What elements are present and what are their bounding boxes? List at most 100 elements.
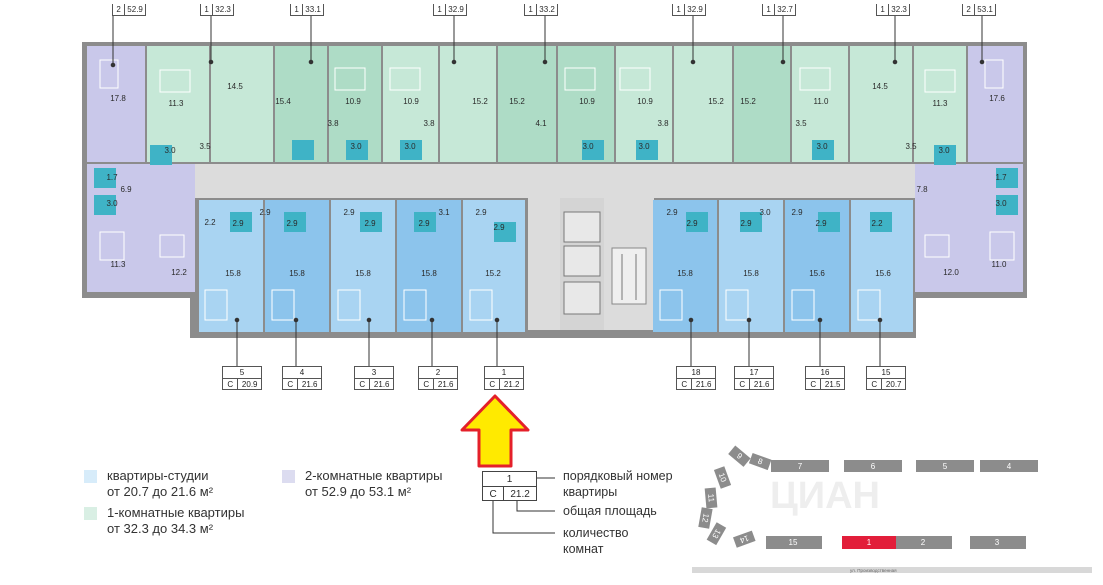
legend-studio-title: квартиры-студии: [107, 468, 209, 483]
room-area-label: 12.2: [171, 268, 187, 277]
key-label-rooms: количество комнат: [563, 526, 629, 556]
room-area-label: 15.2: [472, 97, 488, 106]
room-area-label: 3.5: [795, 119, 807, 128]
top-tag-rooms: 1: [673, 4, 686, 15]
room-area-label: 15.8: [743, 269, 759, 278]
site-section-label: 5: [943, 462, 948, 471]
room-area-label: 17.6: [989, 94, 1005, 103]
room-area-label: 17.8: [110, 94, 126, 103]
room-area-label: 3.0: [638, 142, 650, 151]
bathroom: [740, 212, 762, 232]
bottom-tag-number: 16: [806, 367, 844, 379]
bathroom: [934, 145, 956, 165]
apartment-1room[interactable]: [674, 46, 732, 162]
furniture-piece: [857, 289, 881, 321]
bottom-tag-number: 18: [677, 367, 715, 379]
room-area-label: 15.8: [677, 269, 693, 278]
bathroom: [996, 168, 1018, 188]
apartment-2room-left-top[interactable]: [87, 46, 145, 162]
apartment-1room[interactable]: [850, 46, 912, 162]
apartment-1room[interactable]: [440, 46, 496, 162]
furniture-piece: [725, 289, 749, 321]
bathroom: [150, 145, 172, 165]
bathroom: [230, 212, 252, 232]
top-tag-rooms: 1: [291, 4, 304, 15]
room-area-label: 3.0: [350, 142, 362, 151]
apartment-2room-right-top[interactable]: [968, 46, 1023, 162]
room-area-label: 2.9: [343, 208, 355, 217]
room-area-label: 3.0: [995, 199, 1007, 208]
site-section[interactable]: [728, 445, 751, 467]
room-area-label: 1.7: [995, 173, 1007, 182]
apartment-studio-1[interactable]: [463, 200, 525, 332]
furniture-piece: [619, 67, 651, 91]
site-section[interactable]: [698, 507, 713, 529]
legend-one-room-range: от 32.3 до 34.3 м²: [107, 521, 214, 536]
room-area-label: 3.0: [759, 208, 771, 217]
leader-dot: [208, 59, 214, 65]
bathroom: [94, 168, 116, 188]
apartment-1room[interactable]: [147, 46, 209, 162]
apartment-1room[interactable]: [498, 46, 556, 162]
bathroom: [284, 212, 306, 232]
top-tag-area: 53.1: [977, 5, 993, 14]
site-section[interactable]: [916, 460, 974, 472]
legend-studio-swatch: [84, 470, 97, 483]
bottom-tag-number: 1: [485, 367, 523, 379]
apartment-1room[interactable]: [914, 46, 966, 162]
room-area-label: 15.8: [225, 269, 241, 278]
bottom-tag-area: 21.6: [373, 380, 390, 389]
site-section[interactable]: [771, 460, 829, 472]
site-section-highlight[interactable]: [842, 536, 896, 549]
site-section[interactable]: [766, 536, 822, 549]
site-section-label: 12: [700, 513, 711, 524]
bottom-tag-rooms: С: [735, 379, 751, 390]
site-section-label: 8: [757, 457, 765, 467]
furniture-piece: [924, 69, 956, 93]
site-section[interactable]: [704, 487, 718, 509]
top-tag-rooms: 1: [525, 4, 538, 15]
bottom-tag-rooms: С: [419, 379, 435, 390]
room-area-label: 15.2: [509, 97, 525, 106]
site-section[interactable]: [844, 460, 902, 472]
site-section[interactable]: [713, 466, 732, 489]
site-section[interactable]: [733, 530, 756, 548]
room-area-label: 2.9: [259, 208, 271, 217]
site-section-label: 9: [735, 451, 745, 461]
site-section[interactable]: [980, 460, 1038, 472]
furniture: [99, 59, 1015, 321]
apartment-1room[interactable]: [211, 46, 273, 162]
room-area-label: 10.9: [345, 97, 361, 106]
room-area-label: 10.9: [403, 97, 419, 106]
site-section[interactable]: [748, 452, 772, 471]
key-tag-rooms: С: [483, 487, 505, 501]
room-area-label: 10.9: [579, 97, 595, 106]
site-section[interactable]: [970, 536, 1026, 549]
room-area-label: 15.2: [708, 97, 724, 106]
site-section[interactable]: [706, 522, 727, 546]
room-area-label: 7.8: [916, 185, 928, 194]
svg-text:ЦИАН: ЦИАН: [770, 475, 880, 517]
furniture-piece: [159, 69, 191, 93]
bathroom: [494, 222, 516, 242]
key-label-number: порядковый номер квартиры: [563, 469, 673, 499]
elevator-core: [560, 198, 647, 330]
room-area-label: 2.9: [364, 219, 376, 228]
room-area-label: 2.9: [740, 219, 752, 228]
apartment-1room[interactable]: [734, 46, 790, 162]
top-tag-rooms: 1: [201, 4, 214, 15]
site-section[interactable]: [896, 536, 952, 549]
furniture-piece: [334, 67, 366, 91]
leader-dot: [366, 317, 372, 323]
room-area-label: 6.9: [120, 185, 132, 194]
bottom-tag-rooms: С: [355, 379, 371, 390]
